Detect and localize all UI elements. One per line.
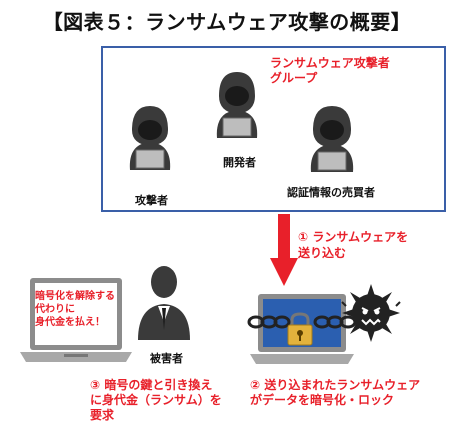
step-1-text: ① ランサムウェアを 送り込む	[298, 230, 409, 260]
person-icon	[138, 266, 190, 340]
group-label: ランサムウェア攻撃者 グループ	[270, 56, 390, 85]
hooded-hacker-icon	[129, 106, 171, 170]
credential-seller-label: 認証情報の売買者	[287, 186, 375, 199]
laptop-icon	[20, 278, 132, 362]
padlock-icon	[287, 312, 313, 346]
hooded-hacker-icon	[216, 72, 258, 138]
down-arrow-icon	[270, 214, 298, 286]
step-2-text: ② 送り込まれたランサムウェア がデータを暗号化・ロック	[250, 378, 421, 407]
hooded-hacker-icon	[310, 106, 354, 172]
developer-label: 開発者	[223, 156, 256, 169]
step-3-text: ③ 暗号の鍵と引き換え に身代金（ランサム）を 要求	[90, 378, 222, 422]
attacker-group-box	[101, 46, 446, 212]
virus-icon	[341, 284, 401, 342]
page-title: 【図表５：ランサムウェア攻撃の概要】	[42, 10, 412, 34]
attacker-label: 攻撃者	[135, 194, 168, 207]
ransom-note: 暗号化を解除する代わりに 身代金を払え！	[35, 291, 115, 328]
victim-label: 被害者	[150, 352, 183, 365]
